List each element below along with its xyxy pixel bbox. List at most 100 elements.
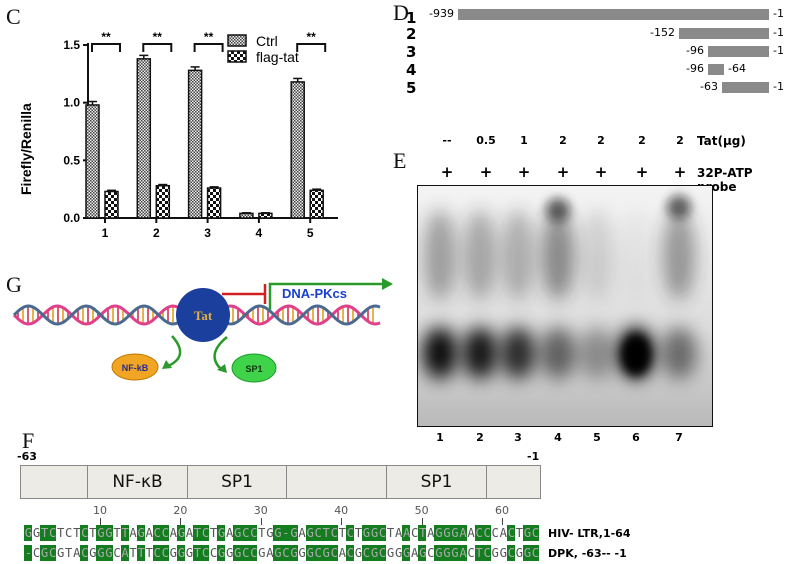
dpk-label: DPK, -63-- -1 — [548, 547, 627, 560]
y-tick-label: 0.5 — [63, 153, 80, 167]
activate-arrow-sp1 — [213, 336, 228, 371]
nucleotide: C — [281, 545, 290, 561]
construct-bar — [679, 28, 769, 39]
y-tick-label: 1.5 — [63, 38, 80, 52]
legend-swatch — [227, 50, 247, 63]
nucleotide: C — [378, 545, 386, 561]
nucleotide: G — [32, 525, 40, 541]
nucleotide: T — [386, 525, 394, 541]
nucleotide: C — [490, 525, 499, 541]
nucleotide: C — [152, 525, 161, 541]
construct-start-label: -96 — [686, 44, 704, 57]
construct-number: 1 — [406, 9, 417, 27]
nucleotide: A — [426, 525, 434, 541]
construct-start-label: -939 — [429, 7, 454, 20]
hiv-ltr-label: HIV- LTR,1-64 — [548, 527, 631, 540]
shifted-band — [502, 210, 534, 300]
construct-bar — [708, 64, 724, 75]
panel-label-d: D — [393, 0, 409, 25]
nucleotide: A — [184, 525, 193, 541]
nucleotide: G — [40, 545, 48, 561]
nucleotide: T — [64, 545, 72, 561]
nucleotide: G — [353, 545, 362, 561]
nucleotide: G — [442, 525, 451, 541]
significance-label: ** — [307, 30, 317, 44]
probe-plus: + — [556, 163, 570, 181]
ruler-tick — [502, 518, 503, 525]
lane-number: 6 — [632, 431, 640, 444]
shifted-band — [464, 210, 496, 300]
shifted-band — [424, 210, 456, 300]
nucleotide: C — [466, 545, 475, 561]
nucleotide: C — [506, 525, 515, 541]
nucleotide: G — [289, 545, 298, 561]
probe-plus: + — [594, 163, 608, 181]
nucleotide: - — [281, 525, 290, 541]
nucleotide: G — [104, 525, 113, 541]
ruler-tick-label: 20 — [173, 504, 188, 517]
nucleotide: A — [265, 545, 274, 561]
nucleotide: T — [88, 525, 97, 541]
construct-end-label: -1 — [773, 26, 784, 39]
lane-number: 3 — [514, 431, 522, 444]
bar-ctrl-2 — [136, 58, 152, 219]
nucleotide: G — [305, 525, 314, 541]
bar-flag-tat-5 — [309, 189, 324, 219]
nucleotide: G — [370, 525, 378, 541]
y-axis-label: Firefly/Renilla — [18, 103, 34, 195]
legend-label: Ctrl — [256, 33, 278, 49]
nucleotide: G — [386, 545, 394, 561]
probe-plus: + — [635, 163, 649, 181]
tat-amount: 2 — [638, 134, 646, 147]
nucleotide: G — [522, 545, 531, 561]
x-tick-label: 1 — [102, 226, 109, 240]
nucleotide: G — [514, 545, 523, 561]
ruler-tick-label: 10 — [93, 504, 107, 517]
nucleotide: G — [418, 545, 426, 561]
nucleotide: C — [48, 525, 56, 541]
promoter-segment-sp1: SP1 — [386, 465, 487, 499]
well-band — [667, 195, 691, 219]
nucleotide: A — [402, 525, 410, 541]
construct-number: 3 — [406, 43, 417, 61]
nucleotide: T — [321, 525, 330, 541]
nucleotide: A — [410, 545, 418, 561]
nucleotide: C — [241, 545, 249, 561]
significance-bracket — [142, 43, 173, 52]
nucleotide: C — [201, 545, 209, 561]
bar-ctrl-1 — [85, 104, 100, 219]
y-tick-label: 1.0 — [63, 96, 80, 110]
nucleotide: G — [168, 545, 177, 561]
nfkb-label: NF-kB — [122, 363, 149, 373]
construct-end-label: -1 — [773, 7, 784, 20]
promoter-segment — [286, 465, 387, 499]
ruler-tick — [100, 518, 101, 525]
nucleotide: C — [160, 525, 169, 541]
construct-number: 4 — [406, 61, 417, 79]
tat-amount: -- — [442, 134, 452, 147]
construct-bar — [722, 82, 769, 93]
arrowhead-icon — [382, 278, 393, 290]
nucleotide: C — [345, 545, 354, 561]
nucleotide: G — [442, 545, 451, 561]
nucleotide: G — [498, 545, 507, 561]
free-probe-band — [462, 327, 498, 379]
legend-label: flag-tat — [256, 49, 299, 65]
activate-arrow-nfkb — [167, 335, 182, 368]
y-tick-label: 0.0 — [63, 211, 80, 225]
nucleotide: G — [450, 545, 459, 561]
nucleotide: C — [249, 525, 257, 541]
nucleotide: G — [321, 545, 330, 561]
construct-start-label: -63 — [700, 80, 718, 93]
nucleotide: A — [128, 525, 137, 541]
nucleotide: A — [144, 525, 153, 541]
nucleotide: G — [370, 545, 378, 561]
tat-amount: 2 — [559, 134, 567, 147]
panel-label-c: C — [6, 4, 21, 29]
ruler-tick-label: 50 — [414, 504, 429, 517]
significance-bracket — [91, 43, 121, 52]
nucleotide: T — [418, 525, 426, 541]
transcription-arrow — [268, 282, 382, 310]
nucleotide: G — [233, 525, 241, 541]
